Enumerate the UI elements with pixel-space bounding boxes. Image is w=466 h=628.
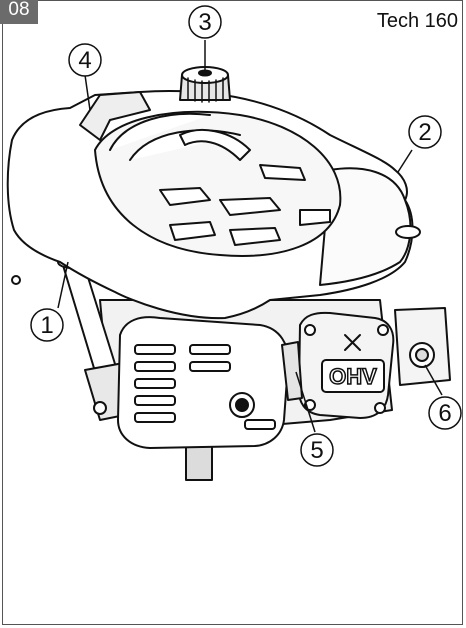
callout-3: 3 [188,5,222,39]
cap-grip-ridges [187,77,224,103]
leader-lines [57,40,443,433]
ohv-badge [321,359,385,393]
ohv-label: OHV [329,364,377,389]
shroud-hole [395,225,421,239]
callout-5: 5 [300,433,334,467]
svg-text:2: 2 [418,119,431,146]
callout-2: 2 [408,115,442,149]
svg-text:5: 5 [310,437,323,464]
callout-6: 6 [428,396,462,430]
svg-text:1: 1 [40,312,53,339]
model-name: Tech 160 [376,10,458,32]
svg-text:4: 4 [78,47,91,74]
carry-handle [79,91,151,141]
callout-1: 1 [30,308,64,342]
callout-4: 4 [68,43,102,77]
svg-text:6: 6 [438,400,451,427]
spark-plug [281,341,303,401]
grille-vents [109,112,331,246]
shroud-panel [319,167,412,286]
muffler-slots [134,344,276,430]
page-number-badge: 08 [0,0,38,24]
svg-text:3: 3 [198,9,211,36]
cap-top-dot [198,69,212,77]
